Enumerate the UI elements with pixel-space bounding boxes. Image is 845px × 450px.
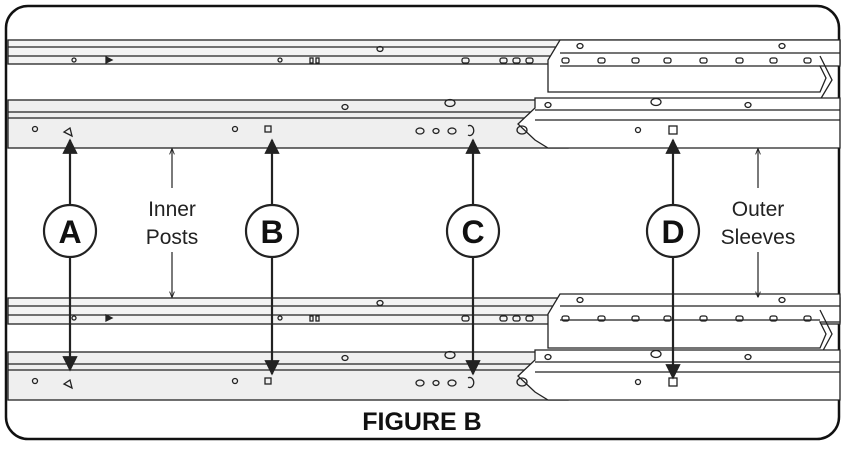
marker-arrows: [62, 138, 681, 380]
marker-d-circle: [645, 203, 701, 259]
top-rail-assembly: [7, 39, 841, 149]
bottom-inner-post: [7, 351, 569, 401]
bottom-upper-sleeve: [547, 293, 841, 349]
top-outer-sleeve: [517, 97, 841, 149]
marker-b-label: B: [260, 214, 283, 250]
inner-posts-label-line1: Inner: [148, 198, 196, 221]
inner-posts-label-line2: Posts: [146, 226, 199, 249]
marker-c: C: [445, 203, 501, 259]
marker-a-label: A: [58, 214, 81, 250]
marker-a-circle: [42, 203, 98, 259]
figure-caption: FIGURE B: [362, 408, 481, 436]
marker-d: D: [645, 203, 701, 259]
marker-b-circle: [244, 203, 300, 259]
top-inner-post: [7, 99, 569, 149]
outer-sleeves-label-line1: Outer: [732, 198, 785, 221]
marker-c-label: C: [461, 214, 484, 250]
outer-sleeves-label-line2: Sleeves: [721, 226, 796, 249]
marker-b: B: [244, 203, 300, 259]
bottom-outer-sleeve: [517, 349, 841, 401]
bottom-rail-assembly: [7, 293, 841, 401]
marker-c-circle: [445, 203, 501, 259]
marker-a: A: [42, 203, 98, 259]
marker-d-label: D: [661, 214, 684, 250]
dimension-arrows: [172, 149, 758, 297]
